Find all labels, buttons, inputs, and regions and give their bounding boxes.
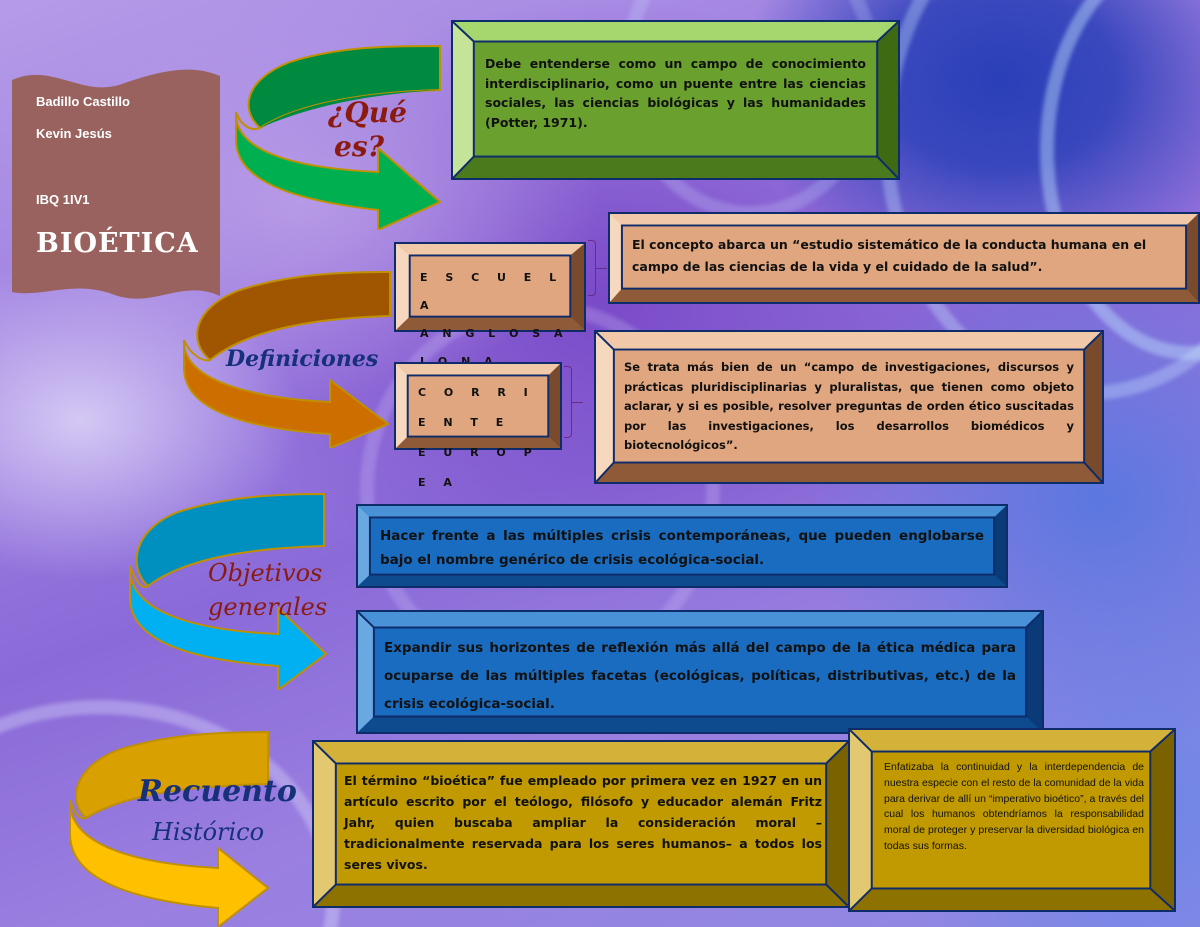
connector-bracket bbox=[564, 366, 583, 438]
school-label-box-anglosajona: E S C U E L A A N G L O S A J O N A bbox=[394, 242, 586, 368]
section-label-objetivos: Objetivos generales bbox=[208, 556, 327, 624]
definition-text: Debe entenderse como un campo de conocim… bbox=[485, 56, 866, 130]
label-line: es? bbox=[334, 130, 384, 163]
objective-box-1: Hacer frente a las múltiples crisis cont… bbox=[356, 504, 1008, 588]
bevel-edges bbox=[358, 612, 1042, 732]
objective-box-2: Expandir sus horizontes de reflexión más… bbox=[356, 610, 1044, 734]
label-line: generales bbox=[208, 593, 328, 621]
section-label-definiciones: Definiciones bbox=[226, 346, 379, 372]
history-box-side: Enfatizaba la continuidad y la interdepe… bbox=[848, 728, 1176, 912]
school-name: E S C U E L A A N G L O S A J O N A bbox=[420, 264, 584, 368]
definition-box-que-es: Debe entenderse como un campo de conocim… bbox=[451, 20, 900, 180]
page-title: BIOÉTICA bbox=[36, 228, 199, 259]
definition-box-europea: Se trata más bien de un “campo de invest… bbox=[594, 330, 1104, 484]
bevel-edges bbox=[596, 332, 1102, 482]
school-name: C O R R I E N T E E U R O P E A bbox=[418, 378, 560, 489]
curved-arrow-definiciones bbox=[182, 270, 391, 448]
section-label-que-es: ¿Qué es? bbox=[328, 96, 407, 164]
definition-text: El concepto abarca un “estudio sistemáti… bbox=[632, 237, 1147, 274]
author-surname: Badillo Castillo bbox=[36, 94, 130, 109]
label-line: Histórico bbox=[152, 818, 265, 846]
school-name-line: E S C U E L A bbox=[420, 271, 564, 312]
bevel-edges bbox=[396, 244, 584, 330]
label-line: Objetivos bbox=[208, 559, 323, 587]
curved-arrow-que-es bbox=[234, 44, 442, 230]
label-line: Recuento bbox=[138, 774, 297, 809]
label-line: ¿Qué bbox=[328, 96, 407, 129]
group-code: IBQ 1IV1 bbox=[36, 192, 90, 207]
history-text: El término “bioética” fue empleado por p… bbox=[344, 773, 822, 872]
school-label-box-europea: C O R R I E N T E E U R O P E A bbox=[394, 362, 562, 489]
definition-text: Se trata más bien de un “campo de invest… bbox=[624, 360, 1074, 453]
bevel-edges bbox=[358, 506, 1006, 586]
school-name-line: C O R R I E N T E bbox=[418, 386, 535, 429]
objective-text: Expandir sus horizontes de reflexión más… bbox=[384, 640, 1016, 712]
curved-arrow-objetivos bbox=[128, 492, 328, 690]
objective-text: Hacer frente a las múltiples crisis cont… bbox=[380, 528, 984, 568]
bevel-edges bbox=[396, 364, 560, 448]
history-side-text: Enfatizaba la continuidad y la interdepe… bbox=[884, 761, 1144, 852]
bevel-edges bbox=[314, 742, 848, 906]
bevel-edges bbox=[453, 22, 898, 178]
definition-box-anglosajona: El concepto abarca un “estudio sistemáti… bbox=[608, 212, 1200, 304]
section-label-recuento: Recuento Histórico bbox=[138, 772, 297, 852]
author-given-name: Kevin Jesús bbox=[36, 126, 112, 141]
curved-arrow-recuento bbox=[68, 730, 270, 927]
bevel-edges bbox=[850, 730, 1174, 910]
connector-bracket bbox=[588, 240, 607, 296]
history-box-main: El término “bioética” fue empleado por p… bbox=[312, 740, 850, 908]
wavy-banner-shape bbox=[12, 69, 220, 299]
bevel-edges bbox=[610, 214, 1198, 302]
name-card: Badillo Castillo Kevin Jesús IBQ 1IV1 BI… bbox=[12, 68, 220, 304]
school-name-line: E U R O P E A bbox=[418, 446, 539, 489]
